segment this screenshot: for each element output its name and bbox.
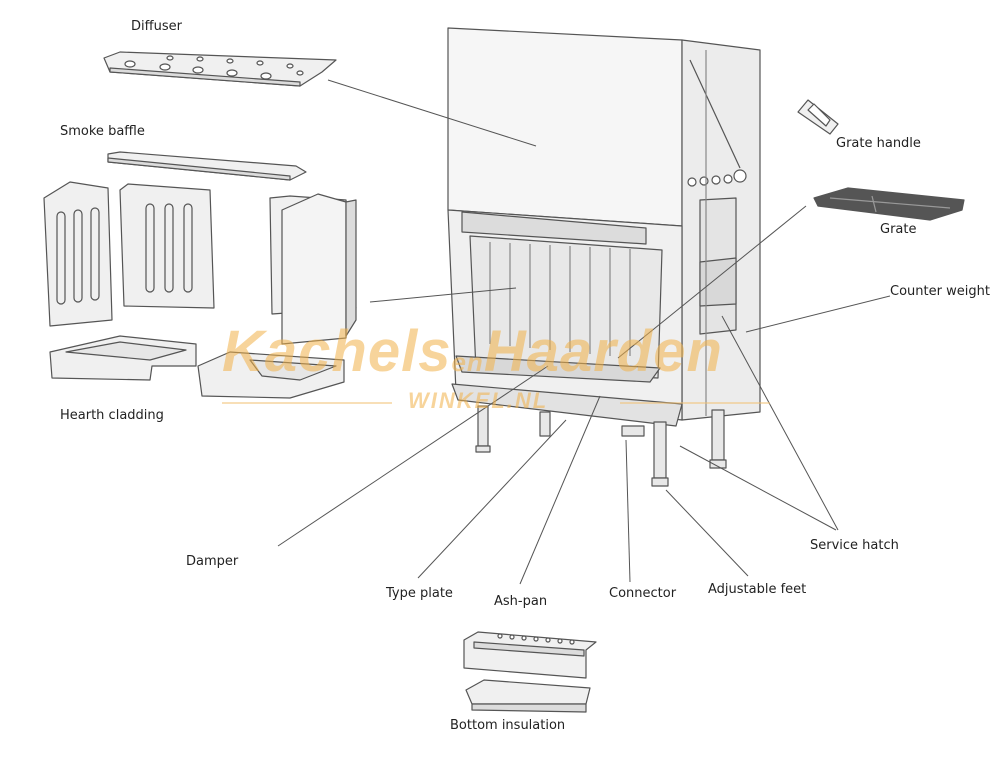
diffuser-part — [103, 51, 337, 87]
side-panel-left — [43, 181, 113, 327]
smoke-baffle-part — [107, 151, 307, 181]
hearth-cladding-left — [49, 335, 197, 381]
adjustable-feet-parts — [475, 405, 727, 487]
watermark-sub: WINKEL.NL — [408, 388, 549, 413]
leader-lines — [277, 79, 891, 585]
grate-part — [813, 187, 965, 221]
hearth-cladding-right — [197, 351, 345, 399]
label-grate-handle: Grate handle — [836, 136, 921, 151]
label-smoke-baffle: Smoke baffle — [60, 124, 145, 139]
watermark-rule-right — [620, 402, 770, 404]
label-type-plate: Type plate — [386, 586, 453, 601]
label-service-hatch: Service hatch — [810, 538, 899, 553]
label-diffuser: Diffuser — [131, 19, 182, 34]
label-counter-weight: Counter weight — [890, 284, 990, 299]
label-adjustable-feet: Adjustable feet — [708, 582, 807, 597]
bottom-insulation-part — [465, 679, 591, 713]
label-grate: Grate — [880, 222, 917, 237]
label-hearth-cladding: Hearth cladding — [60, 408, 164, 423]
label-damper: Damper — [186, 554, 239, 569]
back-panel — [119, 183, 215, 309]
label-bottom-insulation: Bottom insulation — [450, 718, 566, 733]
watermark-rule-left — [222, 402, 392, 404]
label-ash-pan: Ash-pan — [494, 594, 548, 609]
grate-handle-part — [797, 99, 839, 135]
ash-pan-part — [463, 631, 597, 679]
watermark-main: KachelsenHaarden — [222, 319, 723, 384]
stove-body — [447, 27, 761, 427]
label-connector: Connector — [609, 586, 677, 601]
side-panel-right — [269, 193, 357, 345]
